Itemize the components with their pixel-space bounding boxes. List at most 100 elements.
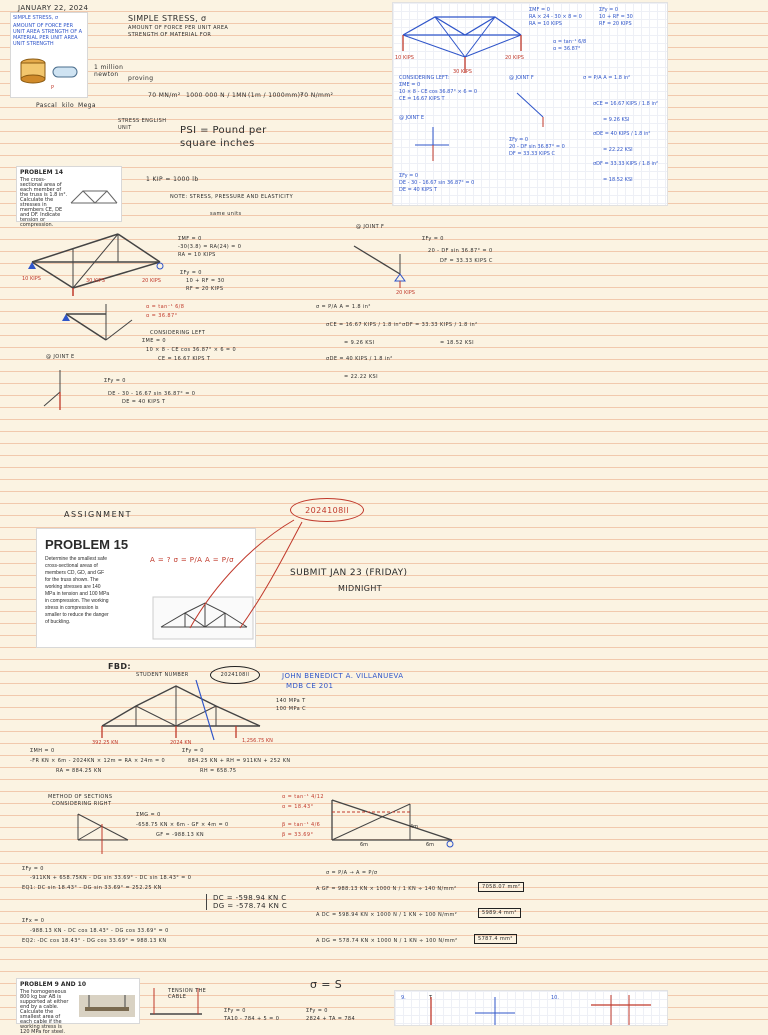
p14-sce2: = 9.26 KSI [344,340,375,346]
date: JANUARY 22, 2024 [18,4,89,12]
sol-a1-result: 7058.07 mm² [478,882,525,892]
p14-joint-f-diagram [353,245,406,288]
p14-eq5: 10 + RF = 30 [186,278,225,284]
p14-f2: 20 - DF sin 36.87° = 0 [428,248,493,254]
student-course: MDB CE 201 [286,682,334,690]
p910-e3: ΣFy = 0 [306,1008,328,1014]
tr-cl3: 10 × 8 - CE cos 36.87° × 6 = 0 [399,89,478,95]
dc-dg-results: DC = -598.94 KN C DG = -578.74 KN C [206,894,287,910]
sol-ang3: β = tan⁻¹ 4/6 [282,822,321,828]
sol-fy2: -911KN + 658.75KN - DG sin 33.69° - DC s… [30,875,192,881]
p14-joint-e-diagram [43,370,61,410]
p910-solution-card: 9. T 10. [394,990,668,1026]
p910-e2: TA10 - 784 + 5 = 0 [224,1016,280,1022]
pascal-label: Pascal [36,102,58,109]
p14-sde2: = 22.22 KSI [344,374,379,380]
p14-de2: DE = 40 KIPS T [122,399,166,405]
tr-joint-f: @ JOINT F [509,75,534,81]
conversion-left: 70 MN/m² [148,92,181,99]
submit-line1: SUBMIT JAN 23 (FRIDAY) [290,568,408,578]
assignment-student-number-circle: 2024108ll [290,498,364,522]
sol-fx3: EQ2: -DC cos 18.43° - DG cos 33.69° = 98… [22,938,167,944]
psi-definition: PSI = Pound per square inches [180,125,267,149]
kip-definition: 1 KIP = 1000 lb [146,176,199,183]
dim-6m-b: 6m [426,842,435,848]
note-stress: NOTE: STRESS, PRESSURE AND ELASTICITY [170,194,294,200]
p14-sig: σ = P/A A = 1.8 in² [316,304,371,310]
intro-card-title: SIMPLE STRESS, σ [13,15,59,21]
sol-r4: ΣFy = 0 [182,748,204,754]
tr-m2: RA × 24 - 30 × 8 = 0 [529,14,582,20]
p14-eq1: ΣMF = 0 [178,236,202,242]
sol-fy3: EQ1: DC sin 18.43° - DG sin 33.69° = 252… [22,885,162,891]
p14-eq2: -30(3.8) = RA(24) = 0 [178,244,242,250]
sol-fx1: ΣFx = 0 [22,918,45,924]
solution-load-right: 1,256.75 KN [242,738,273,744]
tr-joint-e-diagram [415,127,449,161]
p14-m3: CE = 16.67 KIPS T [158,356,211,362]
sol-s2: -658.75 KN × 6m - GF × 4m = 0 [136,822,229,828]
intro-card-text: AMOUNT OF FORCE PER UNIT AREA STRENGTH O… [13,23,83,47]
intro-def2: STRENGTH OF MATERIAL FOR [128,32,212,38]
newton-note: newton [94,71,119,78]
section-diagram-large [331,799,454,848]
top-right-truss-diagram [402,16,522,73]
tr-m1: ΣMF = 0 [529,7,550,13]
top-right-solution-card: 10 KIPS 30 KIPS 20 KIPS ΣMF = 0 RA × 24 … [392,2,668,206]
p14-de1: DE - 30 - 16.67 sin 36.87° = 0 [108,391,196,397]
p14-m1: ΣME = 0 [142,338,166,344]
sol-a2: A DC = 598.94 KN × 1000 N / 1 KN ÷ 100 N… [316,912,458,918]
p14-consider: CONSIDERING LEFT [150,330,206,336]
student-name: JOHN BENEDICT A. VILLANUEVA [282,672,404,680]
p14-sde1: σDE = 40 KIPS / 1.8 in² [326,356,393,362]
tr-y3: RF = 20 KIPS [599,21,632,27]
conversion-right: (1m / 1000mm)² [248,92,304,99]
sol-ang1: α = tan⁻¹ 4/12 [282,794,324,800]
tr-joint-e: @ JOINT E [399,115,425,121]
tr-load-30: 30 KIPS [453,69,472,75]
tr-a2: α = 36.87° [553,46,581,52]
sol-s1: ΣMG = 0 [136,812,161,818]
sol-a3: A DG = 578.74 KN × 1000 N / 1 KN ÷ 100 N… [316,938,458,944]
sigma-s: σ = S [310,978,343,991]
p14-f1: ΣFy = 0 [422,236,444,242]
p14-fy: ΣFy = 0 [104,378,126,384]
tr-s1: σ = P/A A = 1.8 in² [583,75,631,81]
same-units-note: same units [210,211,242,217]
p14-section-diagram [62,304,133,341]
conversion-result: 70 N/mm² [300,92,334,99]
p14-eq4: ΣFy = 0 [180,270,202,276]
working-stress-compression: 100 MPa C [276,706,306,712]
tr-s5: = 22.22 KSI [603,147,633,153]
p910-cable-diagram [150,988,202,1015]
problem-9-10-label: PROBLEM 9 AND 10 [20,981,87,988]
p910-q9: 9. [401,995,406,1001]
sol-r3: RA = 884.25 KN [56,768,102,774]
p14-eq6: RF = 20 KIPS [186,286,224,292]
p910-q10: 10. [551,995,559,1001]
intro-card: SIMPLE STRESS, σ AMOUNT OF FORCE PER UNI… [10,12,88,98]
tr-cl2: ΣME = 0 [399,82,421,88]
p14-sdf2: = 18.52 KSI [440,340,475,346]
problem-9-10-text: The homogeneous 800 kg bar AB is support… [20,989,69,1035]
tr-s7: = 18.52 KSI [603,177,633,183]
tr-cl4: CE = 16.67 KIPS T [399,96,445,102]
tr-y1: ΣFy = 0 [599,7,619,13]
p910-e1: ΣFy = 0 [224,1008,246,1014]
tr-s3: = 9.26 KSI [603,117,630,123]
intro-cylinder-illustration: P [20,58,78,91]
p910-solution-diagrams [430,995,651,1025]
student-number-circle: 2024108ll [210,666,260,684]
working-stress-tension: 140 MPa T [276,698,306,704]
sol-s3: GF = -988.13 KN [156,832,205,838]
method-of-sections: METHOD OF SECTIONS [48,794,113,800]
tr-f1: ΣFy = 0 [509,137,529,143]
submit-line2: MIDNIGHT [338,584,383,593]
solution-truss-fbd [101,679,261,741]
assignment-label: ASSIGNMENT [64,510,132,519]
p14-angle1: α = tan⁻¹ 6/8 [146,304,185,310]
english-unit-label: STRESS ENGLISH UNIT [118,118,167,131]
sol-r2: -FR KN × 6m - 2024KN × 12m = RA × 24m = … [30,758,166,764]
tr-s4: σDE = 40 KIPS / 1.8 in² [593,131,651,137]
tr-m3: RA = 10 KIPS [529,21,562,27]
